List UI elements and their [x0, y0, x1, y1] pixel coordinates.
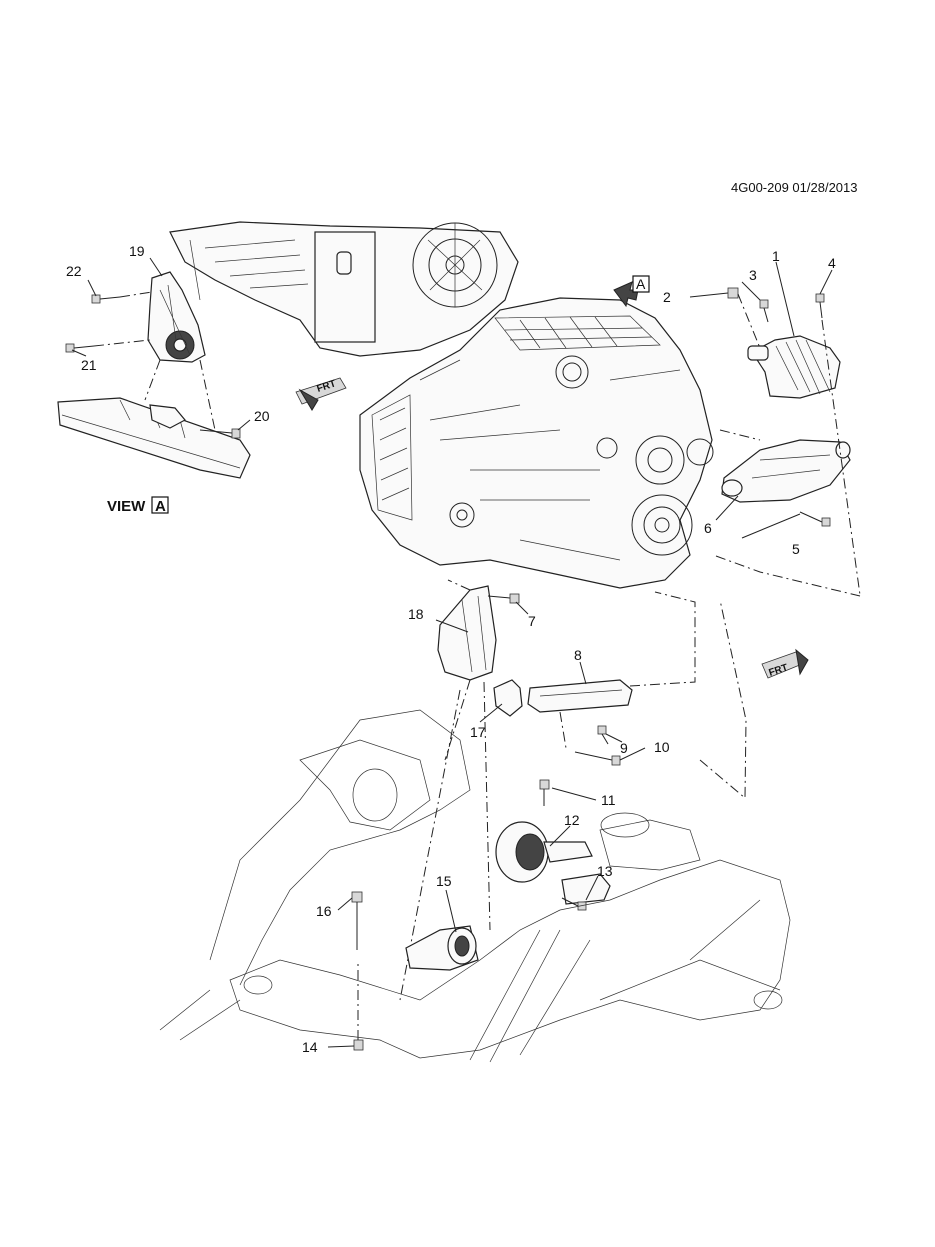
mount-bracket-6	[721, 439, 851, 503]
accessory-pulleys	[596, 435, 714, 556]
view-a-marker-letter: A	[636, 276, 646, 292]
callout-15: 15	[436, 873, 452, 889]
callout-numbers: 1 2 3 4 5 6 7 8 9 10 11 12 13 14 15 16 1…	[66, 243, 836, 1055]
bolt-2	[689, 287, 761, 349]
bolt-11	[539, 779, 550, 806]
callout-22: 22	[66, 263, 82, 279]
bolt-14	[353, 960, 364, 1051]
inset-transmission-housing	[169, 221, 519, 357]
bolt-3	[759, 299, 769, 323]
bracket-8	[527, 679, 633, 713]
bolt-21	[65, 339, 151, 353]
callout-14: 14	[302, 1039, 318, 1055]
lower-mount-12	[495, 821, 593, 883]
lower-mount-15	[405, 925, 479, 971]
bolt-7	[487, 593, 520, 604]
callout-20: 20	[254, 408, 270, 424]
front-direction-arrow-right: FRT	[761, 648, 809, 679]
bolt-22	[91, 291, 153, 304]
intake-manifold	[494, 315, 661, 351]
vehicle-frame-cradle	[159, 599, 791, 1063]
callout-5: 5	[792, 541, 800, 557]
callout-21: 21	[81, 357, 97, 373]
callout-7: 7	[528, 613, 536, 629]
inset-crossmember	[57, 397, 251, 479]
engine-assembly	[359, 297, 714, 589]
callout-6: 6	[704, 520, 712, 536]
callout-4: 4	[828, 255, 836, 271]
bracket-17	[493, 679, 523, 717]
bolt-16	[351, 891, 363, 950]
view-a-inset: FRT	[57, 221, 519, 479]
callout-2: 2	[663, 289, 671, 305]
view-a-arrow: A	[613, 275, 650, 308]
transaxle-case	[371, 394, 475, 528]
transmission-bracket-18	[437, 585, 497, 681]
callout-17: 17	[470, 724, 486, 740]
bolt-13	[561, 897, 587, 911]
bolt-10	[574, 751, 621, 766]
bolt-20	[199, 428, 241, 439]
drawing-reference: 4G00-209 01/28/2013	[731, 180, 858, 195]
bolt-9	[597, 725, 609, 745]
view-a-box	[151, 496, 169, 514]
inset-mount-bracket	[147, 271, 206, 363]
callout-3: 3	[749, 267, 757, 283]
front-direction-arrow: FRT	[295, 377, 347, 411]
view-a-label: VIEW	[107, 498, 146, 515]
callout-12: 12	[564, 812, 580, 828]
callout-9: 9	[620, 740, 628, 756]
leader-lines	[71, 257, 833, 1048]
view-a-letter: A	[155, 498, 166, 515]
callout-18: 18	[408, 606, 424, 622]
callout-11: 11	[601, 792, 616, 808]
callout-13: 13	[597, 863, 613, 879]
callout-8: 8	[574, 647, 582, 663]
upper-engine-mount	[747, 335, 841, 399]
callout-10: 10	[654, 739, 670, 755]
bolt-5	[799, 511, 831, 527]
callout-1: 1	[772, 248, 780, 264]
callout-16: 16	[316, 903, 332, 919]
callout-19: 19	[129, 243, 145, 259]
